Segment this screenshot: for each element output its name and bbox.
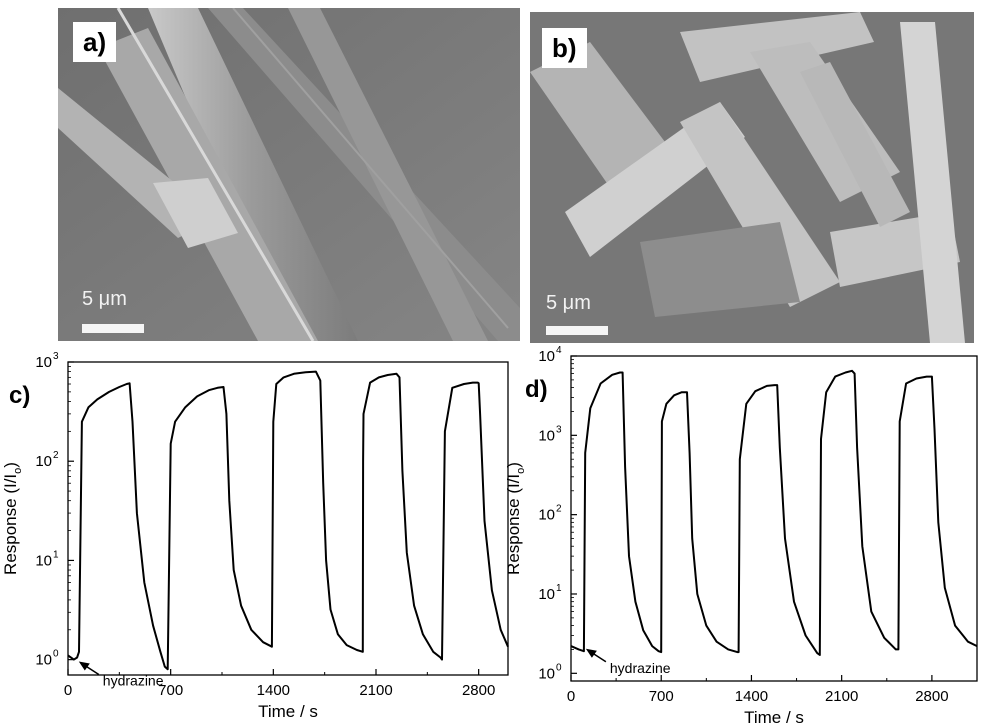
panel-label-a: a) bbox=[73, 22, 117, 62]
sem-image-a: a) 5 μm bbox=[58, 8, 520, 341]
scale-label-b: 5 μm bbox=[546, 292, 591, 314]
x-tick-label-d: 2800 bbox=[915, 688, 948, 705]
annotation-label-d: hydrazine bbox=[610, 660, 671, 676]
x-tick-label-c: 700 bbox=[158, 682, 183, 699]
y-tick-label-c: 10 bbox=[35, 652, 52, 669]
y-tick-exponent-c: 3 bbox=[53, 351, 59, 362]
panel-label-b: b) bbox=[542, 28, 587, 68]
y-tick-exponent-d: 3 bbox=[556, 424, 562, 435]
y-axis-label-d: Response (I/Io) bbox=[504, 462, 527, 575]
y-tick-label-c: 10 bbox=[35, 354, 52, 371]
sem-image-b: b) 5 μm bbox=[530, 12, 974, 343]
panel-label-d: d) bbox=[525, 376, 548, 403]
x-tick-label-c: 0 bbox=[64, 682, 72, 699]
annotation-arrowhead-d bbox=[585, 648, 597, 658]
x-tick-label-c: 1400 bbox=[257, 682, 290, 699]
x-tick-label-d: 1400 bbox=[735, 688, 768, 705]
x-tick-label-c: 2100 bbox=[359, 682, 392, 699]
y-tick-exponent-d: 2 bbox=[556, 504, 562, 515]
y-tick-label-d: 10 bbox=[538, 427, 555, 444]
y-tick-exponent-d: 0 bbox=[556, 662, 562, 673]
scale-label-a: 5 μm bbox=[82, 288, 127, 310]
scale-bar-b bbox=[546, 326, 608, 335]
sem-b-texture bbox=[530, 12, 974, 343]
panel-label-c: c) bbox=[9, 382, 31, 409]
y-tick-label-c: 10 bbox=[35, 552, 52, 569]
y-tick-exponent-c: 1 bbox=[53, 549, 59, 560]
y-tick-label-d: 10 bbox=[538, 507, 555, 524]
y-tick-label-d: 10 bbox=[538, 586, 555, 603]
scale-bar-a bbox=[82, 324, 144, 333]
x-tick-label-c: 2800 bbox=[462, 682, 495, 699]
series-line-d bbox=[570, 369, 978, 656]
annotation-arrowhead-c bbox=[78, 661, 90, 671]
y-tick-exponent-d: 4 bbox=[556, 345, 562, 356]
x-tick-label-d: 2100 bbox=[825, 688, 858, 705]
y-tick-exponent-c: 2 bbox=[53, 450, 59, 461]
x-axis-label-d: Time / s bbox=[744, 708, 804, 727]
y-tick-label-d: 10 bbox=[538, 665, 555, 682]
series-line-c bbox=[67, 370, 509, 671]
y-tick-label-c: 10 bbox=[35, 453, 52, 470]
annotation-label-c: hydrazine bbox=[103, 673, 164, 689]
y-tick-exponent-d: 1 bbox=[556, 583, 562, 594]
x-tick-label-d: 0 bbox=[567, 688, 575, 705]
plot-frame-c bbox=[67, 361, 509, 676]
annotation-arrow-d bbox=[588, 650, 607, 663]
plot-frame-d bbox=[570, 355, 978, 682]
x-axis-label-c: Time / s bbox=[258, 702, 318, 721]
sem-a-texture bbox=[58, 8, 520, 341]
y-tick-label-d: 10 bbox=[538, 348, 555, 365]
annotation-arrow-c bbox=[81, 662, 100, 676]
x-tick-label-d: 700 bbox=[649, 688, 674, 705]
y-axis-label-c: Response (I/Io) bbox=[1, 462, 24, 575]
y-tick-exponent-c: 0 bbox=[53, 649, 59, 660]
